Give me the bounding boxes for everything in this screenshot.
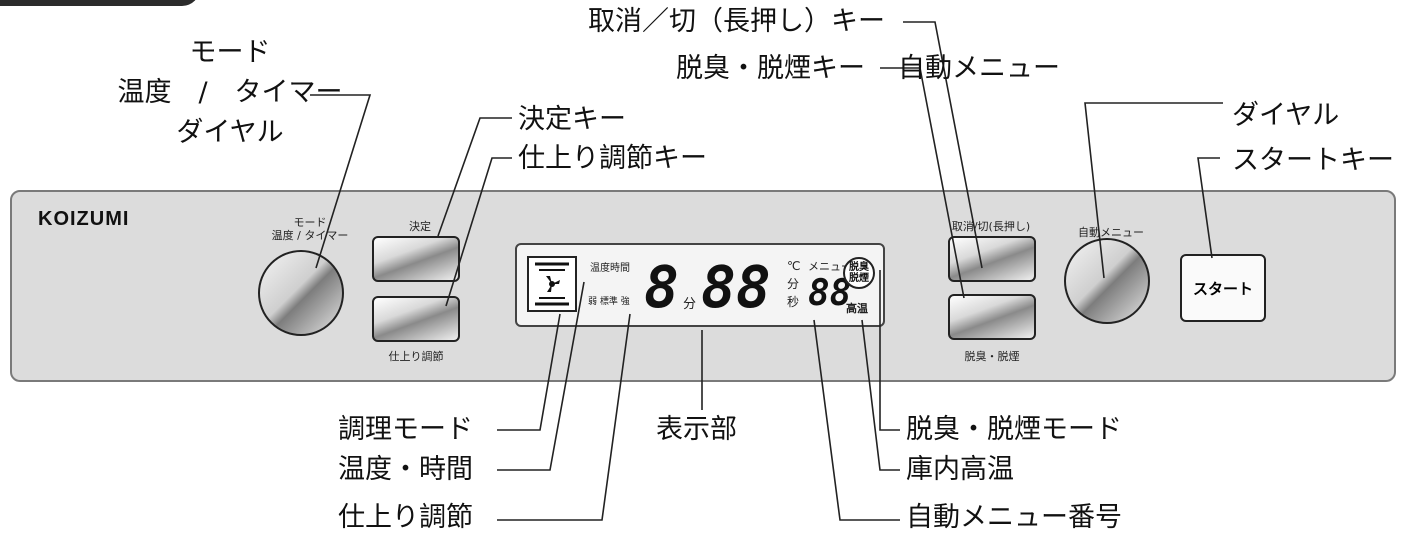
- callout-finish: 仕上り調節: [338, 502, 473, 533]
- display-digit-hours: 8: [644, 253, 679, 321]
- auto-menu-dial[interactable]: [1064, 238, 1150, 324]
- callout-auto-menu: 自動メニュー: [898, 53, 1060, 84]
- brand-logo: KOIZUMI: [38, 208, 130, 230]
- finish-level-indicator: 弱 標準 強: [588, 297, 630, 307]
- deodorize-mode-badge: 脱臭 脱煙: [843, 257, 875, 289]
- callout-cancel-key: 取消／切（長押し）キー: [588, 6, 885, 37]
- mode-dial-label: モード 温度 / タイマー: [271, 216, 349, 242]
- callout-dial: ダイヤル: [1232, 100, 1340, 131]
- display-digits-main: 88: [701, 253, 771, 321]
- high-temp-indicator: 高温: [846, 302, 868, 315]
- deodorize-key[interactable]: [948, 294, 1036, 340]
- callout-display: 表示部: [656, 414, 737, 445]
- unit-celsius: ℃: [787, 259, 801, 273]
- finish-key-label: 仕上り調節: [388, 350, 444, 363]
- cook-mode-icon: [527, 256, 577, 312]
- unit-minute: 分: [787, 277, 800, 291]
- callout-finish-key: 仕上り調節キー: [518, 143, 707, 174]
- mode-temp-timer-dial[interactable]: [258, 250, 344, 336]
- callout-menu-number: 自動メニュー番号: [906, 502, 1122, 533]
- menu-indicator-label: メニュー: [808, 260, 852, 273]
- display-unit-min-small: 分: [683, 297, 697, 312]
- callout-deodorize-key: 脱臭・脱煙キー: [676, 53, 865, 84]
- unit-second: 秒: [787, 295, 800, 309]
- callout-deodorize-mode: 脱臭・脱煙モード: [906, 414, 1122, 445]
- temp-time-indicator: 温度時間: [590, 263, 630, 274]
- finish-adjust-key[interactable]: [372, 296, 460, 342]
- start-key[interactable]: スタート: [1180, 254, 1266, 322]
- callout-mode-dial: モード 温度 / タイマー ダイヤル: [117, 37, 343, 148]
- callout-temp-time: 温度・時間: [338, 454, 473, 485]
- decide-key[interactable]: [372, 236, 460, 282]
- callout-start-key: スタートキー: [1232, 145, 1394, 176]
- callout-cook-mode: 調理モード: [338, 414, 473, 445]
- auto-menu-label: 自動メニュー: [1078, 226, 1144, 239]
- callout-decide-key: 決定キー: [518, 104, 626, 135]
- decide-key-label: 決定: [409, 220, 431, 233]
- cancel-key-label: 取消/切(長押し): [951, 220, 1031, 233]
- section-header-tab: [0, 0, 200, 6]
- deodorize-key-label: 脱臭・脱煙: [964, 350, 1020, 363]
- menu-number-digits: 88: [808, 273, 852, 314]
- cancel-off-key[interactable]: [948, 236, 1036, 282]
- callout-high-temp: 庫内高温: [906, 454, 1014, 485]
